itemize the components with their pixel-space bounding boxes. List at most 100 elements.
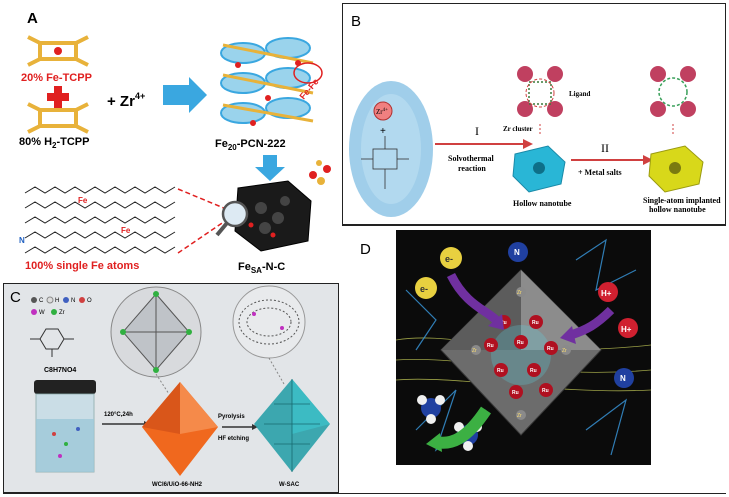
step-1-condition-label: 120°C,24h (104, 412, 133, 418)
mof-label: WCl6/UiO-66-NH2 (152, 482, 203, 488)
h2-tcpp-molecule-icon (27, 102, 89, 134)
atom-legend: C H N O W Zr (31, 296, 92, 316)
zr-labels: Zr Zr Zr Zr (472, 290, 567, 419)
arrow-right-icon (163, 77, 207, 113)
n-atom-label: N (19, 236, 25, 245)
uio-66-octahedron-icon (142, 382, 218, 476)
n2-molecule-icon-1: N (508, 242, 528, 262)
electron-icon-2: e- (415, 277, 437, 299)
h2-tcpp-label: 80% H2-TCPP (19, 136, 89, 150)
ligand-structure-icon (361, 136, 409, 189)
w-sac-surface-zoom-icon (232, 285, 306, 359)
graphene-sheet-icon (24, 186, 176, 254)
panel-c: C C H N O W Zr C8H7NO4 (3, 283, 339, 493)
w-sac-label: W-SAC (279, 482, 300, 488)
proton-arrow-icon (569, 306, 615, 340)
panel-a-letter: A (27, 10, 38, 27)
panel-b-figure: B Zr4+ + I Solvothermal reaction Zr (349, 13, 721, 217)
mof-unit-cell-zoom-icon (110, 286, 202, 378)
step-2-label-line2: HF etching (218, 436, 249, 442)
dashed-connector-2 (177, 216, 232, 254)
panel-d-letter: D (360, 241, 371, 258)
panel-c-figure: C C H N O W Zr C8H7NO4 (4, 284, 338, 492)
arrow-down-icon (255, 155, 285, 181)
fe-fe-highlight-icon (293, 62, 323, 84)
beaker-icon (34, 380, 96, 473)
single-atom-label-line1: Single-atom implanted (643, 196, 721, 205)
zr-cluster-label: Zr cluster (503, 125, 533, 133)
panel-a: A 20% Fe-TCPP 80% H2-TCPP + Zr4+ (3, 3, 339, 280)
step-2-label: + Metal salts (578, 168, 622, 177)
dashed-connector-1 (177, 188, 232, 212)
svg-text:Ru: Ru (530, 368, 537, 374)
svg-text:H+: H+ (621, 325, 632, 334)
svg-text:e-: e- (420, 284, 428, 294)
panel-b-letter: B (351, 13, 361, 30)
step-1-label-line1: Solvothermal (448, 154, 495, 163)
fe-tcpp-molecule-icon (27, 35, 89, 67)
ru-atoms (484, 315, 558, 399)
single-atom-label-line2: hollow nanotube (649, 205, 706, 214)
top-divider-line (342, 225, 726, 226)
fe-tcpp-label: 20% Fe-TCPP (21, 72, 92, 84)
step-2-numeral: II (601, 141, 609, 155)
hollow-nanotube-label: Hollow nanotube (513, 199, 572, 208)
zr-ion-icon (373, 101, 393, 121)
single-fe-atoms-label: 100% single Fe atoms (25, 260, 139, 272)
svg-text:N: N (71, 298, 75, 304)
proton-icon-2: H+ (618, 318, 638, 338)
pcn-222-label: Fe20-PCN-222 (215, 138, 286, 152)
zr-ion-label: Zr4+ (376, 108, 388, 116)
svg-text:Ru: Ru (547, 346, 554, 352)
ligand-label: Ligand (569, 90, 591, 98)
svg-text:H: H (55, 298, 59, 304)
step-1-label-line2: reaction (458, 164, 486, 173)
svg-text:Ru: Ru (517, 340, 524, 346)
pcn-222-framework-icon (220, 37, 314, 126)
svg-text:Zr: Zr (517, 413, 522, 419)
gas-molecules-icon (309, 160, 331, 185)
zr-atoms (471, 287, 571, 420)
bottom-divider-line (3, 493, 726, 494)
step-1-numeral: I (475, 124, 479, 138)
svg-text:e-: e- (445, 254, 453, 264)
electron-arrow-icon (446, 272, 500, 324)
ru-labels: Ru Ru Ru Ru Ru Ru Ru Ru Ru (487, 320, 554, 396)
panel-b: B Zr4+ + I Solvothermal reaction Zr (342, 3, 726, 225)
zr-ion-label: + Zr4+ (107, 91, 145, 110)
panel-a-figure: A 20% Fe-TCPP 80% H2-TCPP + Zr4+ (19, 10, 331, 275)
panel-d-figure: Ru Ru Ru Ru Ru Ru Ru Ru Ru Zr Zr Zr Zr e… (396, 230, 651, 465)
svg-text:Ru: Ru (487, 343, 494, 349)
nh3-molecule-icon-1 (417, 395, 445, 424)
hollow-nanotube-icon (512, 145, 566, 193)
svg-text:C: C (39, 298, 44, 304)
svg-text:Ru: Ru (497, 368, 504, 374)
fe-atom-label-1: Fe (78, 196, 88, 205)
svg-text:H+: H+ (601, 289, 612, 298)
red-plus-icon (47, 86, 69, 108)
svg-text:Ru: Ru (542, 388, 549, 394)
svg-text:Ru: Ru (512, 390, 519, 396)
plus-label: + (380, 126, 386, 137)
n2-molecule-icon-2: N (614, 368, 634, 388)
zr-cluster-network-icon (517, 66, 563, 117)
svg-text:Zr: Zr (472, 348, 477, 354)
ligand-molecule-icon (30, 328, 74, 357)
fesa-n-c-label: FeSA-N-C (238, 261, 285, 275)
fesa-n-c-prism-icon (234, 180, 312, 252)
magnifier-icon (215, 200, 249, 237)
svg-text:O: O (87, 298, 92, 304)
svg-text:Zr: Zr (59, 310, 65, 316)
electron-icon-1: e- (440, 247, 462, 269)
proton-icon-1: H+ (598, 282, 618, 302)
svg-text:Zr: Zr (517, 290, 522, 296)
ligand-formula-label: C8H7NO4 (44, 367, 76, 374)
fe-atom-label-2: Fe (121, 226, 131, 235)
single-atom-network-icon (650, 66, 696, 117)
w-sac-octahedron-icon (254, 379, 330, 472)
step-2-label-line1: Pyrolysis (218, 414, 245, 420)
svg-text:Ru: Ru (532, 320, 539, 326)
svg-text:N: N (620, 374, 626, 383)
svg-text:W: W (39, 310, 45, 316)
svg-text:Zr: Zr (562, 348, 567, 354)
